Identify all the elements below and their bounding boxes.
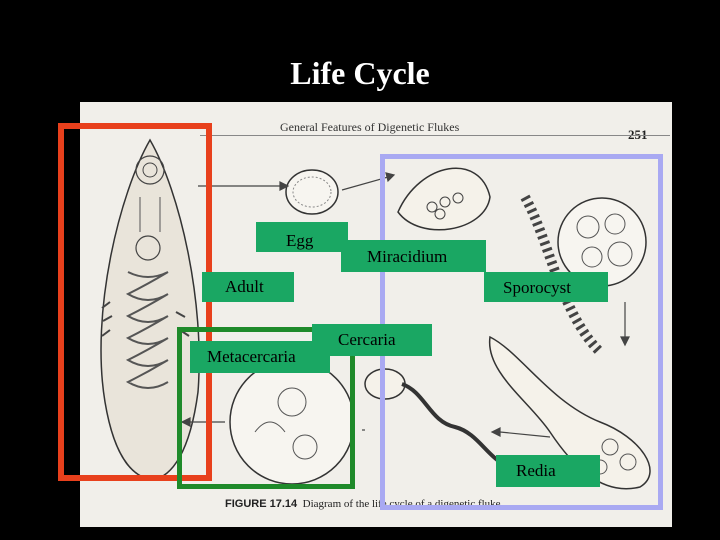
figure-header: General Features of Digenetic Flukes — [280, 120, 460, 134]
page-number: 251 — [628, 127, 648, 142]
adult-label: Adult — [202, 272, 294, 302]
cercaria-label: Cercaria — [312, 324, 432, 356]
redia-drawing — [488, 335, 651, 490]
slide-title: Life Cycle — [290, 55, 430, 91]
redia-label: Redia — [496, 455, 600, 487]
header-rule — [200, 135, 670, 136]
sporocyst-label: Sporocyst — [484, 272, 608, 302]
egg-label: Egg — [256, 222, 348, 252]
miracidium-label: Miracidium — [341, 240, 486, 272]
caption-label: FIGURE 17.14 — [225, 498, 298, 510]
cycle-arrows — [180, 172, 630, 438]
definitive-host-box — [58, 123, 212, 481]
miracidium-drawing — [397, 167, 491, 231]
egg-drawing — [285, 169, 339, 215]
cercaria-drawing — [364, 368, 502, 464]
metacercaria-label: Metacercaria — [190, 341, 330, 373]
life-cycle-drawing — [100, 138, 651, 490]
adult-fluke-drawing — [100, 138, 200, 481]
second-intermediate-host-box — [177, 327, 355, 489]
